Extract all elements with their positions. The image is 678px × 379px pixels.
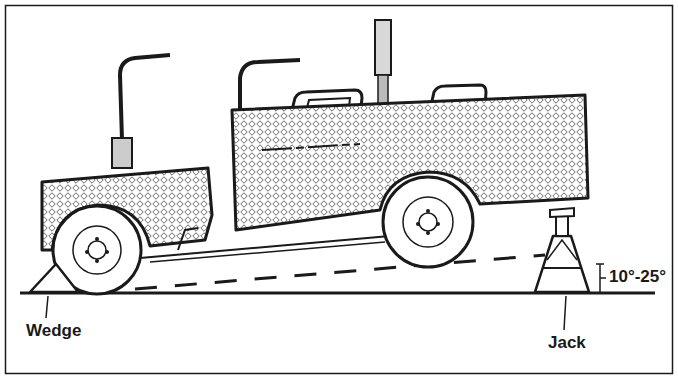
part-label: Jack [548, 334, 586, 353]
angle-label: 10°-25° [609, 268, 666, 287]
part-label: Wedge [26, 322, 81, 341]
